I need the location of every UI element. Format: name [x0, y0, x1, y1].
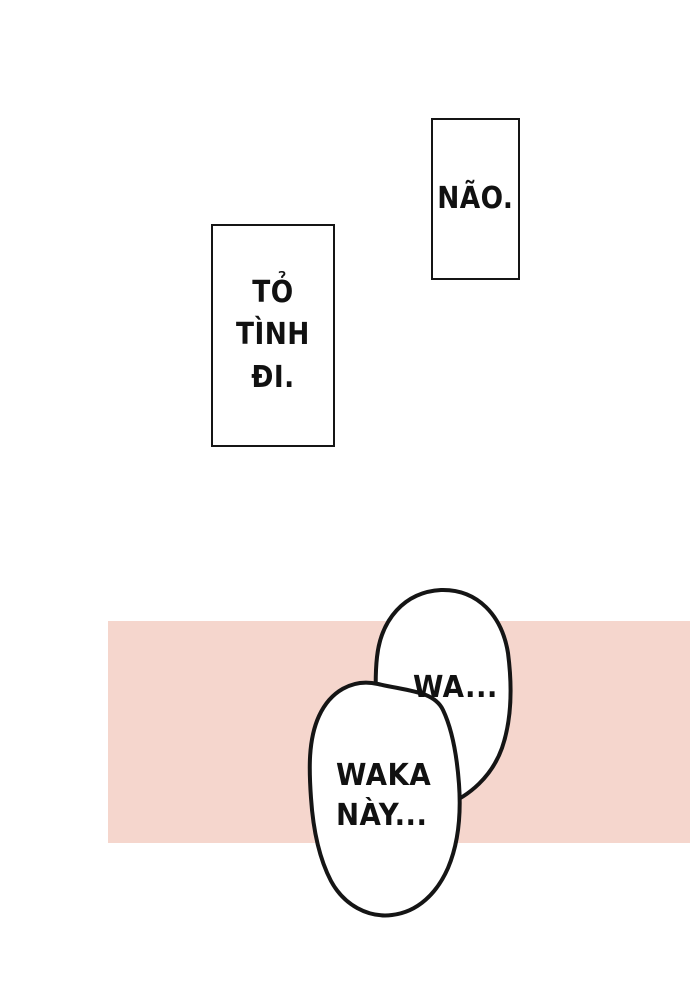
speech-bubble-text-waka-nay: WAKA NÀY... [336, 758, 432, 833]
caption-box-nao: NÃO. [431, 118, 520, 280]
caption-text-nao: NÃO. [437, 180, 514, 216]
caption-box-to-tinh-di: TỎ TÌNH ĐI. [211, 224, 335, 447]
speech-bubble-text-wa: WA... [413, 670, 498, 705]
caption-text-to-tinh-di: TỎ TÌNH ĐI. [236, 274, 310, 395]
